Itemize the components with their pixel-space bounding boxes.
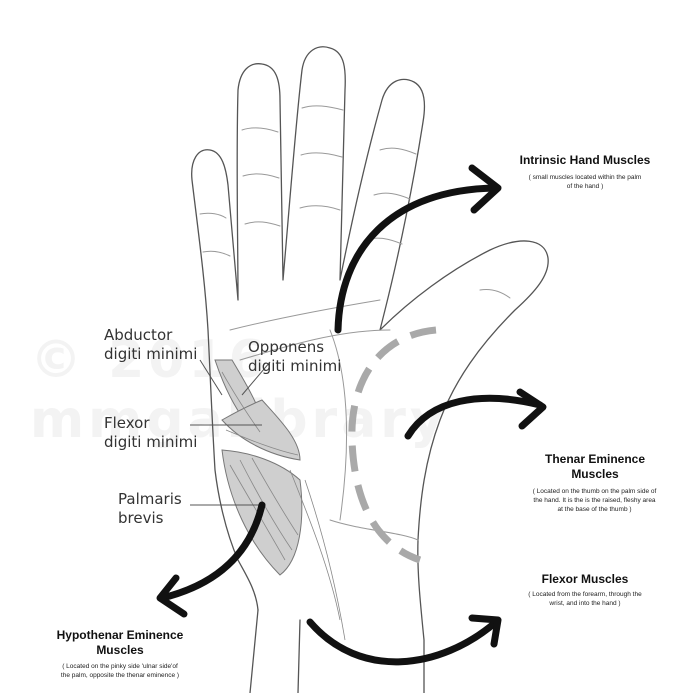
arrow-flexor <box>310 618 498 662</box>
flexor-title: Flexor Muscles <box>510 572 660 587</box>
label-opponens-digiti-minimi: Opponens digiti minimi <box>248 338 341 376</box>
hypothenar-note: ( Located on the pinky side 'ulnar side'… <box>30 662 210 680</box>
arrow-thenar <box>408 392 543 436</box>
label-palmaris-brevis: Palmaris brevis <box>118 490 182 528</box>
label-flexor-digiti-minimi: Flexor digiti minimi <box>104 414 197 452</box>
thenar-note: ( Located on the thumb on the palm side … <box>512 487 677 514</box>
thenar-title: Thenar Eminence Muscles <box>525 452 665 482</box>
label-abductor-digiti-minimi: Abductor digiti minimi <box>104 326 197 364</box>
intrinsic-note: ( small muscles located within the palm … <box>500 173 670 191</box>
hypothenar-title: Hypothenar Eminence Muscles <box>35 628 205 658</box>
flexor-note: ( Located from the forearm, through the … <box>505 590 665 608</box>
arrow-intrinsic <box>338 168 498 330</box>
thenar-eminence-outline <box>352 330 436 560</box>
intrinsic-title: Intrinsic Hand Muscles <box>500 153 670 168</box>
